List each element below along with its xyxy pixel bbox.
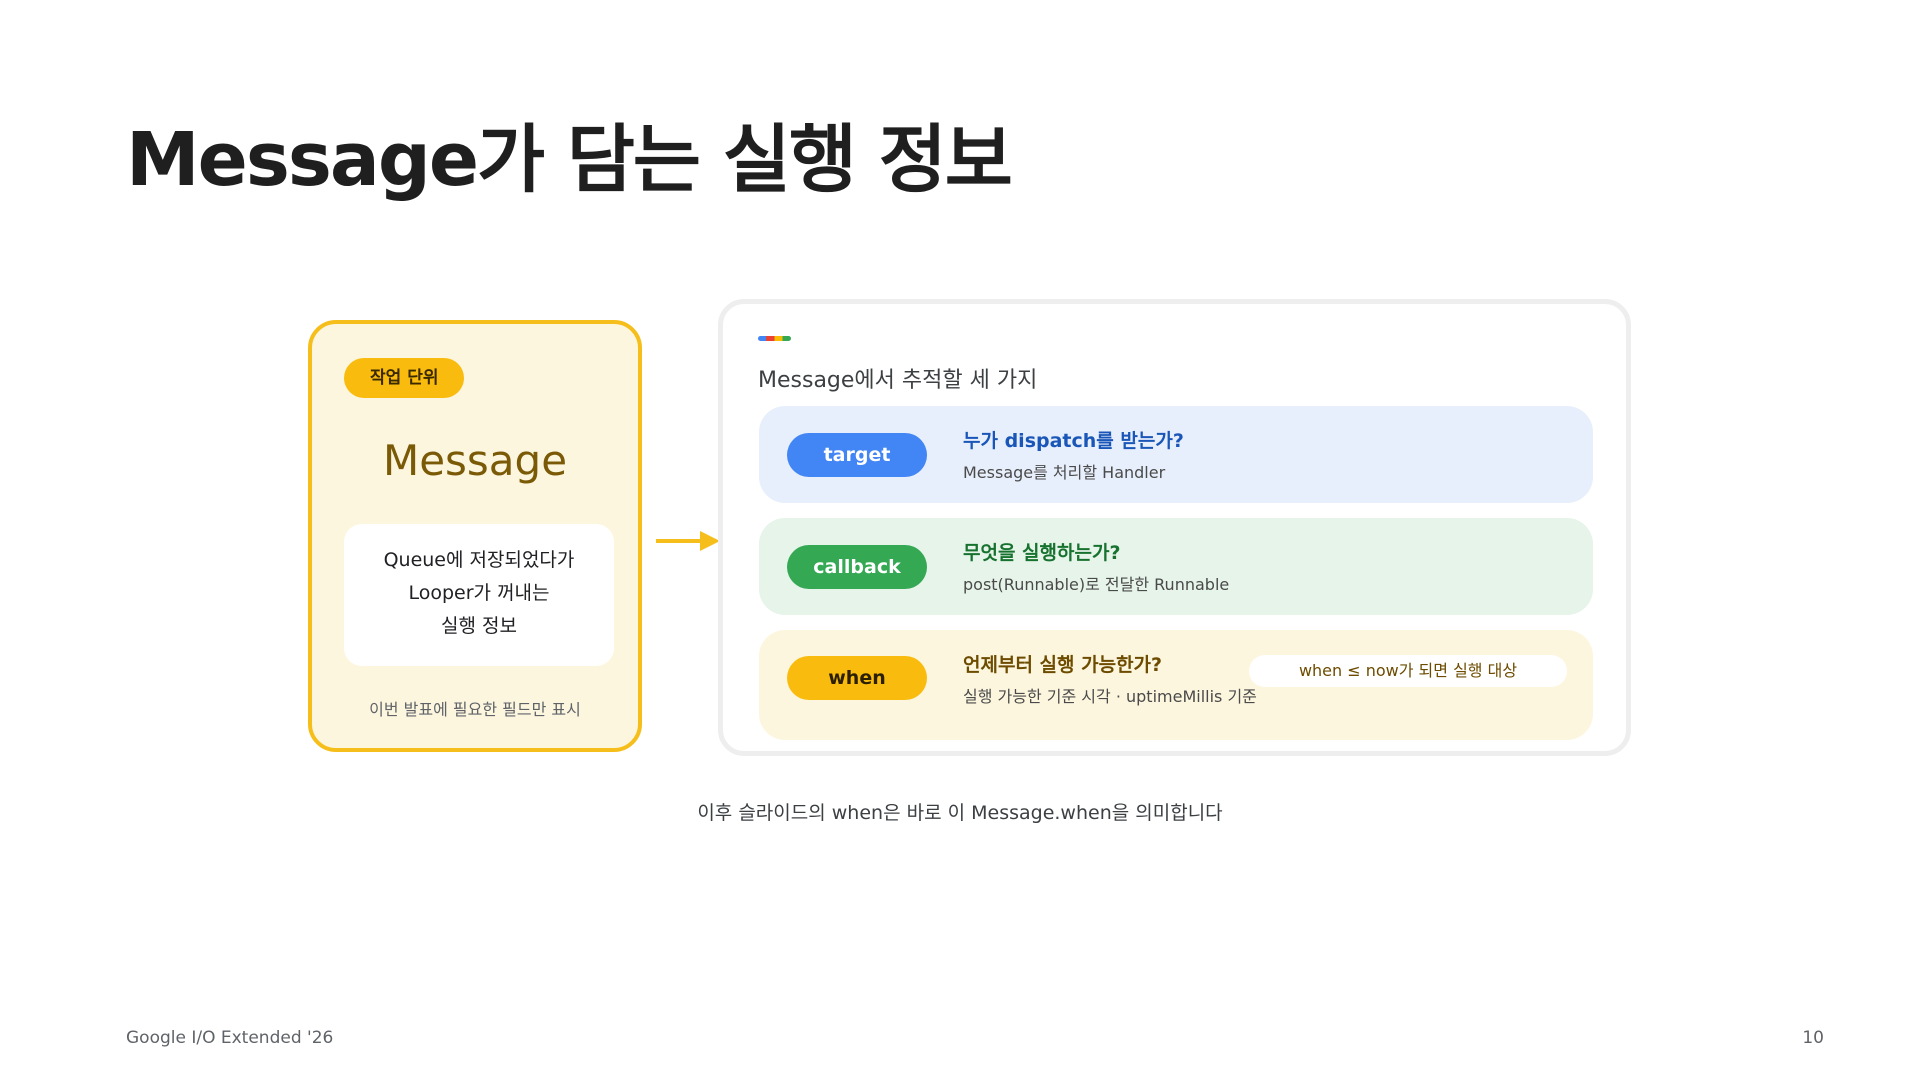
field-row-target: target 누가 dispatch를 받는가? Message를 처리할 Ha… <box>759 406 1593 503</box>
arrow-right-icon <box>656 531 720 551</box>
fields-panel: Message에서 추적할 세 가지 target 누가 dispatch를 받… <box>718 299 1631 756</box>
field-row-callback: callback 무엇을 실행하는가? post(Runnable)로 전달한 … <box>759 518 1593 615</box>
field-question: 언제부터 실행 가능한가? <box>963 654 1163 676</box>
message-name: Message <box>382 436 568 485</box>
page-number: 10 <box>1802 1028 1824 1048</box>
unit-chip: 작업 단위 <box>344 358 465 398</box>
field-question: 무엇을 실행하는가? <box>963 542 1121 564</box>
panel-heading: Message에서 추적할 세 가지 <box>758 368 1038 393</box>
footer-event-name: Google I/O Extended '26 <box>126 1028 334 1048</box>
target-pill: target <box>787 433 927 477</box>
message-description: Queue에 저장되었다가 Looper가 꺼내는 실행 정보 <box>344 524 614 666</box>
callback-pill: callback <box>787 545 927 589</box>
slide-title: Message가 담는 실행 정보 <box>126 117 1013 203</box>
description-line: Looper가 꺼내는 <box>408 582 550 604</box>
google-color-bar <box>758 336 791 341</box>
field-answer: Message를 처리할 Handler <box>963 463 1166 482</box>
field-answer: 실행 가능한 기준 시각 · uptimeMillis 기준 <box>963 687 1257 706</box>
field-answer: post(Runnable)로 전달한 Runnable <box>963 575 1230 594</box>
description-line: Queue에 저장되었다가 <box>383 549 575 571</box>
when-pill: when <box>787 656 927 700</box>
field-question: 누가 dispatch를 받는가? <box>963 430 1184 452</box>
message-note: 이번 발표에 필요한 필드만 표시 <box>369 700 581 719</box>
field-row-when: when 언제부터 실행 가능한가? 실행 가능한 기준 시각 · uptime… <box>759 630 1593 740</box>
message-card: 작업 단위 Message Queue에 저장되었다가 Looper가 꺼내는 … <box>308 320 642 752</box>
when-hint: when ≤ now가 되면 실행 대상 <box>1249 655 1567 687</box>
slide-caption: 이후 슬라이드의 when은 바로 이 Message.when을 의미합니다 <box>697 802 1223 824</box>
description-line: 실행 정보 <box>441 615 517 637</box>
